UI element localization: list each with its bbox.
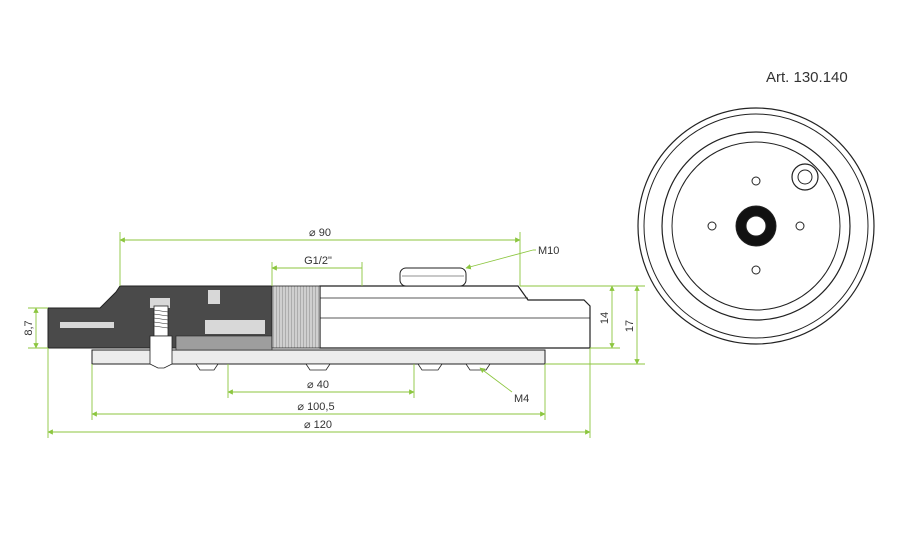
center-bore-inner [745,215,767,237]
hole-right [795,221,805,231]
hole-bottom [751,265,761,275]
label-dia-40: ⌀ 40 [307,379,329,391]
foot-1 [195,363,219,371]
label-height-14: 14 [599,312,611,324]
groove-4 [150,298,170,308]
outer-ring-inner [643,113,869,339]
dimensions [28,232,645,438]
label-dia-120: ⌀ 120 [304,419,332,431]
groove-2 [205,320,265,334]
side-section-view [47,267,591,371]
hole-left [707,221,717,231]
middle-ring [661,131,851,321]
label-thread-g: G1/2" [304,255,332,267]
foot-3 [417,363,443,371]
knob-inner [797,169,813,185]
knob-outer [791,163,819,191]
foot-2 [305,363,331,371]
lower-section [175,335,273,351]
threaded-bore [271,285,321,349]
groove-3 [208,290,220,304]
outer-ring [637,107,875,345]
article-label: Art. 130.140 [766,69,848,86]
groove-1 [60,322,114,328]
foot-4 [465,363,491,371]
label-dia-90: ⌀ 90 [309,227,331,239]
label-thread-m4: M4 [514,393,529,405]
inner-ring [671,141,841,311]
label-dia-100-5: ⌀ 100,5 [297,401,334,413]
hole-top [751,176,761,186]
label-thread-m10: M10 [538,245,559,257]
top-view [637,107,875,345]
label-height-8-7: 8,7 [23,320,35,335]
body-outline [319,285,591,349]
m10-knob [399,267,467,287]
label-height-17: 17 [624,320,636,332]
screw-head [149,335,173,369]
